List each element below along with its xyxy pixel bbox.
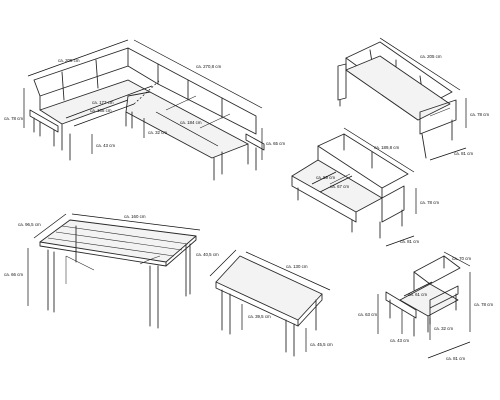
- label-height: ca. 78 cm: [474, 302, 493, 307]
- label-seat-b: ca. 67 cm: [330, 184, 349, 189]
- label-depth-a: ca. 177 cm: [92, 100, 114, 105]
- armchair-drawing: [385, 255, 461, 337]
- label-armrest-height: ca. 65 cm: [266, 141, 285, 146]
- sofa-end-drawing: [291, 133, 409, 239]
- sofa-3-seater-dimensions: ca. 205 cm ca. 78 cm ca. 81 cm: [379, 37, 489, 161]
- label-depth-b: ca. 188 cm: [90, 108, 112, 113]
- bench-dimensions: ca. 40,5 cm ca. 130 cm ca. 39,5 cm ca. 4…: [196, 249, 333, 352]
- label-width-right: ca. 270,8 cm: [196, 64, 221, 69]
- label-height: ca. 45,5 cm: [310, 342, 333, 347]
- label-inner-height: ca. 39,5 cm: [248, 314, 271, 319]
- dim-line-width-left: [27, 39, 129, 77]
- corner-sofa-drawing: [29, 47, 265, 181]
- dim-line-depth: [33, 213, 67, 239]
- sofa-3-seater-drawing: [337, 41, 457, 159]
- label-seat-a: ca. 59 cm: [316, 175, 335, 180]
- label-width: ca. 130 cm: [286, 264, 308, 269]
- label-arm-gap: ca. 32 cm: [434, 326, 453, 331]
- label-depth: ca. 81 cm: [400, 239, 419, 244]
- label-height: ca. 66 cm: [4, 272, 23, 277]
- dim-line-depth: [385, 235, 415, 247]
- label-arm-height: ca. 63 cm: [358, 312, 377, 317]
- bench-drawing: [215, 255, 323, 357]
- label-armrest-gap: ca. 32 cm: [148, 130, 167, 135]
- label-width: ca. 70 cm: [452, 256, 471, 261]
- dim-line-depth: [429, 147, 467, 161]
- label-width: ca. 160 cm: [124, 214, 146, 219]
- dim-line-depth: [427, 341, 471, 359]
- dim-line-seat-b: [319, 175, 353, 193]
- dim-line-seat-a: [311, 171, 337, 185]
- label-seat-width: ca. 61 cm: [408, 292, 427, 297]
- dim-line-width: [379, 37, 461, 91]
- dim-line-corner-dashed: [133, 79, 161, 105]
- corner-sofa-dimensions: ca. 205 cm ca. 270,8 cm ca. 78 cm ca. 17…: [4, 39, 285, 160]
- dim-line-depth-b: [73, 103, 135, 127]
- dim-line-width: [71, 213, 201, 231]
- armchair-dimensions: ca. 70 cm ca. 78 cm ca. 61 cm ca. 43 cm …: [358, 251, 493, 361]
- dim-line-seat-width: [403, 281, 433, 297]
- dim-line-width-right: [133, 39, 263, 109]
- dim-line-width: [343, 127, 415, 173]
- label-depth: ca. 81 cm: [446, 356, 465, 361]
- dim-line-width: [245, 251, 331, 291]
- label-depth-c: ca. 184 cm: [180, 120, 202, 125]
- label-depth: ca. 81 cm: [454, 151, 473, 156]
- label-width-left: ca. 205 cm: [58, 58, 80, 63]
- label-seat-height: ca. 43 cm: [390, 338, 409, 343]
- sofa-end-dimensions: ca. 189,8 cm ca. 59 cm ca. 67 cm ca. 78 …: [311, 127, 439, 247]
- label-height: ca. 78 cm: [4, 116, 23, 121]
- label-width: ca. 189,8 cm: [374, 145, 399, 150]
- dining-table-dimensions: ca. 160 cm ca. 96,5 cm ca. 66 cm: [4, 213, 201, 306]
- label-seat-height: ca. 43 cm: [96, 143, 115, 148]
- label-height: ca. 78 cm: [470, 112, 489, 117]
- dim-line-width: [443, 251, 471, 267]
- dim-line-depth: [209, 249, 237, 277]
- dining-table-drawing: [39, 219, 197, 329]
- dim-line-depth-a: [65, 85, 153, 119]
- label-width: ca. 205 cm: [420, 54, 442, 59]
- label-depth: ca. 96,5 cm: [18, 222, 41, 227]
- dim-line-depth-c: [155, 111, 219, 147]
- label-depth: ca. 40,5 cm: [196, 252, 219, 257]
- label-height: ca. 78 cm: [420, 200, 439, 205]
